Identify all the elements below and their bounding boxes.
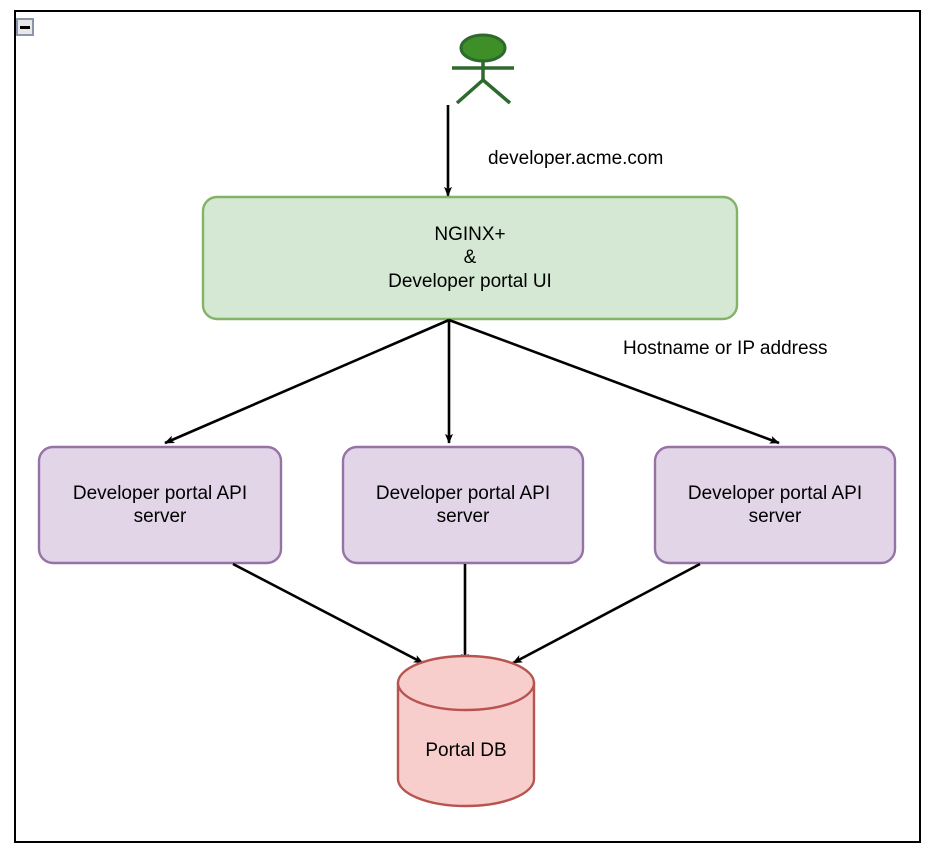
db-cylinder-top [396,654,536,712]
developer-portal-api-server-node-2[interactable] [341,445,585,565]
developer-portal-api-server-node-3[interactable] [653,445,897,565]
actor-leg-left [455,78,485,105]
developer-portal-api-server-node-1[interactable] [37,445,283,565]
db-cylinder-body [396,681,536,808]
edge-nginx-to-api-3 [448,318,780,445]
edge-label-developer-acme-com: developer.acme.com [488,148,664,169]
minus-icon [20,25,30,29]
collapse-toggle-button[interactable] [16,18,34,36]
edge-api-3-to-db [512,562,701,665]
actor-leg-right [481,78,512,105]
user-actor[interactable] [452,33,514,105]
actor-head-icon [459,33,507,63]
edge-nginx-to-api-1 [164,318,450,445]
portal-db-node[interactable] [396,654,536,808]
edge-api-1-to-db [232,562,424,665]
nginx-developer-portal-ui-node[interactable] [201,195,739,321]
edge-label-hostname-or-ip-address: Hostname or IP address [623,338,828,359]
